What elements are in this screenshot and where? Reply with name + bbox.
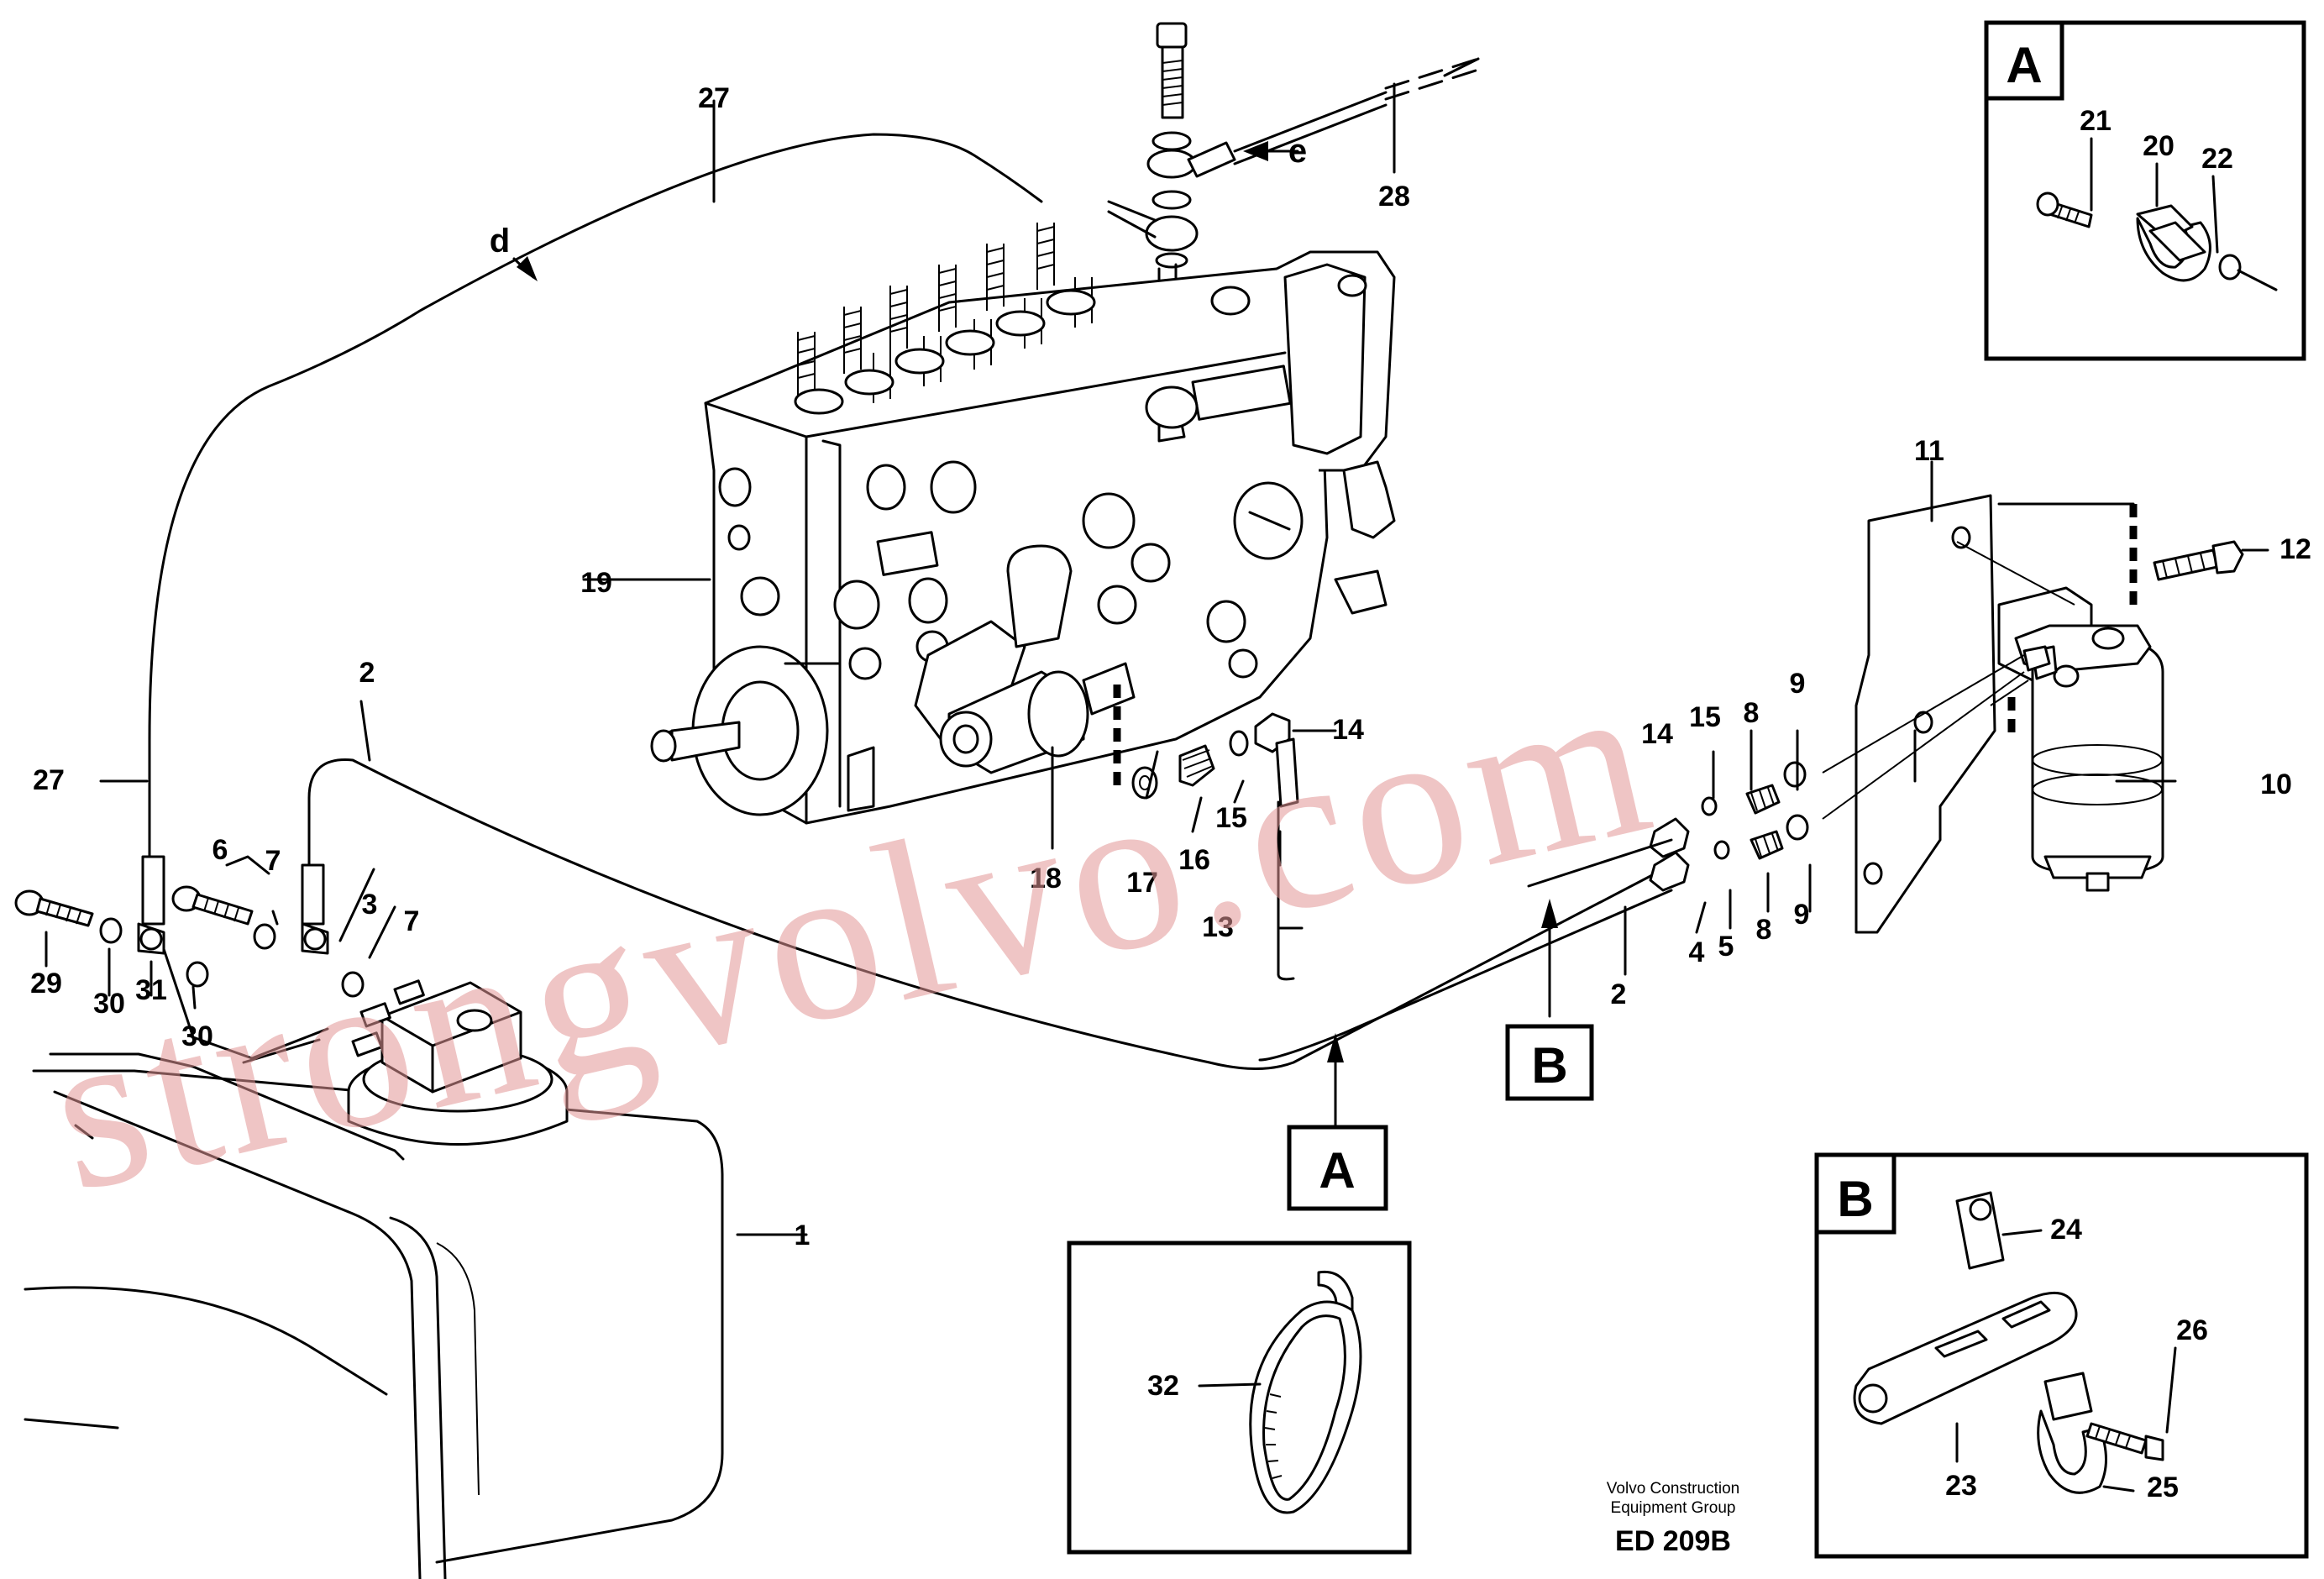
fuel-tank [24, 935, 724, 1579]
part-label-27a: 27 [698, 82, 730, 114]
part-label-12: 12 [2279, 533, 2311, 565]
callout-e: e [1288, 133, 1307, 170]
part-label-15b: 15 [1689, 701, 1721, 733]
part-label-31: 31 [135, 974, 167, 1006]
fuel-hose-27 [148, 133, 1673, 1070]
caption-line-2: Equipment Group [1611, 1499, 1736, 1517]
part-label-5: 5 [1718, 931, 1734, 963]
arrows [512, 141, 1558, 1161]
filter-hose-fittings [1527, 761, 1809, 892]
inset-b-label-23: 23 [1945, 1470, 1977, 1502]
part-label-28: 28 [1378, 181, 1410, 212]
part-label-15a: 15 [1215, 802, 1247, 834]
inset-a-label-21: 21 [2080, 105, 2112, 137]
part-label-18: 18 [1030, 863, 1062, 894]
part-label-8a: 8 [1744, 697, 1760, 729]
section-ref-a: A [1319, 1142, 1355, 1199]
inset-b-label-24: 24 [2050, 1214, 2082, 1246]
part-label-11: 11 [1914, 435, 1944, 467]
inset-cable-tie: 32 [1067, 1241, 1412, 1555]
leader-lines [45, 82, 2269, 1236]
part-label-4: 4 [1689, 936, 1705, 968]
banjo-bolt-assembly [1107, 22, 1480, 396]
inset-a: A 21 20 22 [1984, 20, 2306, 361]
left-banjo-fittings [14, 855, 365, 998]
part-label-2b: 2 [1611, 978, 1627, 1010]
fuel-filter-assembly [1822, 494, 2244, 934]
inset-a-label-22: 22 [2201, 143, 2233, 175]
part-label-8b: 8 [1756, 914, 1772, 946]
part-label-6: 6 [212, 834, 228, 866]
drawing-code: ED 209B [1615, 1525, 1731, 1557]
part-label-10: 10 [2260, 769, 2292, 800]
part-label-9b: 9 [1794, 899, 1810, 931]
part-label-19: 19 [580, 567, 612, 599]
part-label-9a: 9 [1790, 668, 1806, 700]
caption-line-1: Volvo Construction [1607, 1480, 1739, 1498]
inset-b-letter: B [1837, 1171, 1873, 1227]
part-label-7a: 7 [265, 845, 281, 877]
part-label-29: 29 [30, 968, 62, 999]
part-label-30a: 30 [93, 988, 125, 1020]
part-label-16: 16 [1178, 844, 1210, 876]
part-label-14b: 14 [1641, 718, 1673, 750]
part-label-2a: 2 [359, 657, 375, 689]
inset-a-label-20: 20 [2143, 130, 2174, 162]
part-label-14a: 14 [1332, 714, 1364, 746]
part-number-labels: 27 28 19 2 27 6 7 3 7 29 30 31 30 1 18 1… [30, 82, 2311, 1251]
caption: Volvo Construction Equipment Group ED 20… [1607, 1480, 1739, 1557]
injection-pump [650, 223, 2138, 825]
section-ref-b: B [1531, 1037, 1567, 1094]
part-label-7b: 7 [404, 905, 420, 937]
inset-c-label-32: 32 [1147, 1370, 1179, 1402]
part-label-17: 17 [1126, 867, 1158, 899]
inset-a-letter: A [2006, 37, 2042, 93]
part-label-30b: 30 [181, 1020, 213, 1052]
part-label-1: 1 [795, 1220, 811, 1251]
inset-b: B 24 26 23 25 [1814, 1152, 2309, 1559]
part-label-3: 3 [362, 889, 378, 921]
inset-b-label-25: 25 [2147, 1471, 2179, 1503]
inset-b-label-26: 26 [2176, 1314, 2208, 1346]
fuel-fittings-row [1131, 712, 1299, 808]
callout-d: d [490, 223, 510, 260]
section-ref-boxes: A B [1287, 1024, 1594, 1211]
part-label-27b: 27 [33, 764, 65, 796]
part-label-13: 13 [1202, 911, 1234, 943]
